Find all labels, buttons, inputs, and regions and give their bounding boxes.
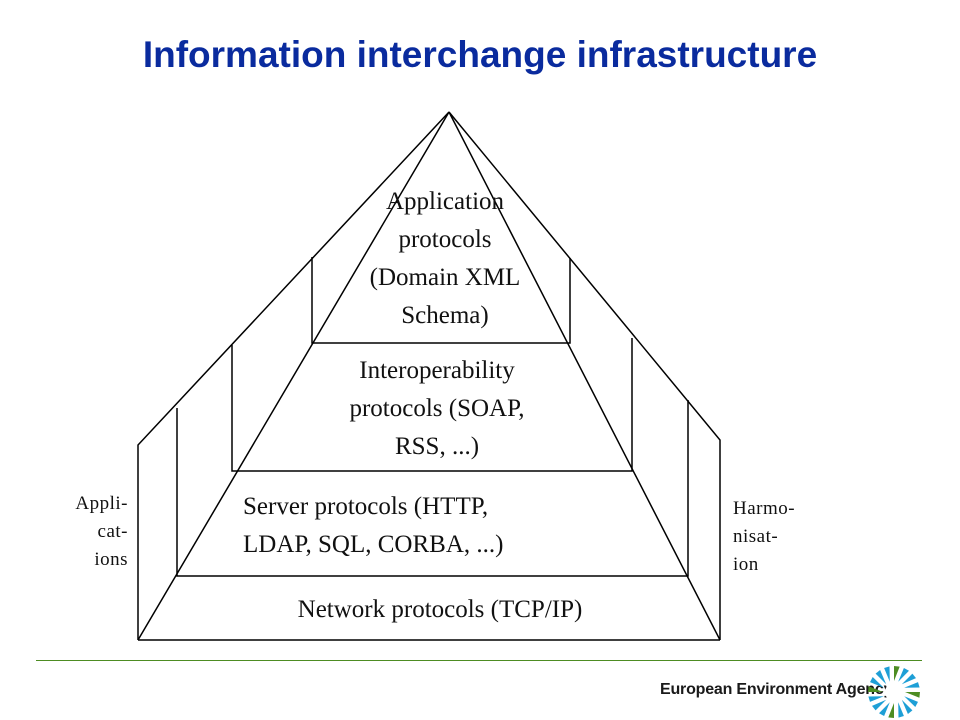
- logo-ray: [872, 699, 887, 711]
- server-protocols-line-1: Server protocols (HTTP,: [243, 493, 489, 520]
- logo-ray: [894, 666, 900, 681]
- logo-ray: [888, 703, 894, 718]
- interoperability-protocols-line-3: RSS, ...): [394, 433, 480, 460]
- applications-side-label: Appli- cat- ions: [40, 490, 128, 574]
- logo-ray: [898, 668, 909, 682]
- network-protocols-label: Network protocols (TCP/IP): [240, 591, 640, 629]
- inner-triangle-right-edge: [448, 111, 721, 641]
- harmonisation-side-line-1: Harmo-: [733, 498, 796, 519]
- server-protocols-label: Server protocols (HTTP, LDAP, SQL, CORBA…: [243, 488, 643, 564]
- applications-side-line-3: ions: [94, 549, 128, 570]
- server-protocols-line-2: LDAP, SQL, CORBA, ...): [243, 531, 504, 558]
- eea-sunburst-icon: [868, 666, 920, 718]
- footer-rule: [36, 660, 922, 661]
- harmonisation-side-label: Harmo- nisat- ion: [733, 495, 833, 579]
- application-protocols-label: Application protocols (Domain XML Schema…: [330, 183, 560, 335]
- inner-triangle-left-edge: [137, 111, 450, 641]
- interoperability-layer-box: [231, 338, 633, 472]
- logo-ray: [868, 696, 884, 702]
- outer-pyramid-left-edge: [137, 111, 450, 640]
- application-protocols-line-3: (Domain XML: [369, 264, 521, 291]
- logo-ray: [904, 696, 918, 707]
- application-layer-box: [311, 257, 571, 344]
- logo-ray: [905, 692, 920, 698]
- logo-ray: [879, 702, 890, 716]
- logo-ray: [904, 682, 920, 688]
- outer-pyramid-right-edge: [448, 111, 721, 640]
- application-protocols-line-1: Application: [385, 188, 505, 215]
- network-protocols-line-1: Network protocols (TCP/IP): [297, 596, 583, 623]
- logo-ray: [884, 666, 890, 682]
- slide-title: Information interchange infrastructure: [142, 34, 818, 75]
- server-layer-box: [176, 400, 689, 577]
- applications-side-line-1: Appli-: [75, 493, 128, 514]
- interoperability-protocols-line-2: protocols (SOAP,: [349, 395, 525, 422]
- interoperability-protocols-line-1: Interoperability: [359, 357, 515, 384]
- logo-ray: [868, 686, 883, 692]
- application-protocols-line-2: protocols: [398, 226, 492, 253]
- logo-ray: [870, 677, 884, 688]
- logo-ray: [898, 702, 904, 718]
- harmonisation-side-line-3: ion: [733, 554, 759, 575]
- logo-ray: [901, 673, 916, 685]
- applications-side-line-2: cat-: [97, 521, 128, 542]
- interoperability-protocols-label: Interoperability protocols (SOAP, RSS, .…: [302, 352, 572, 466]
- harmonisation-side-line-2: nisat-: [733, 526, 779, 547]
- application-protocols-line-4: Schema): [401, 302, 489, 329]
- logo-ray: [901, 699, 913, 714]
- logo-ray: [875, 670, 887, 685]
- footer-organization-name: European Environment Agency: [660, 681, 893, 698]
- logo-center: [885, 683, 903, 701]
